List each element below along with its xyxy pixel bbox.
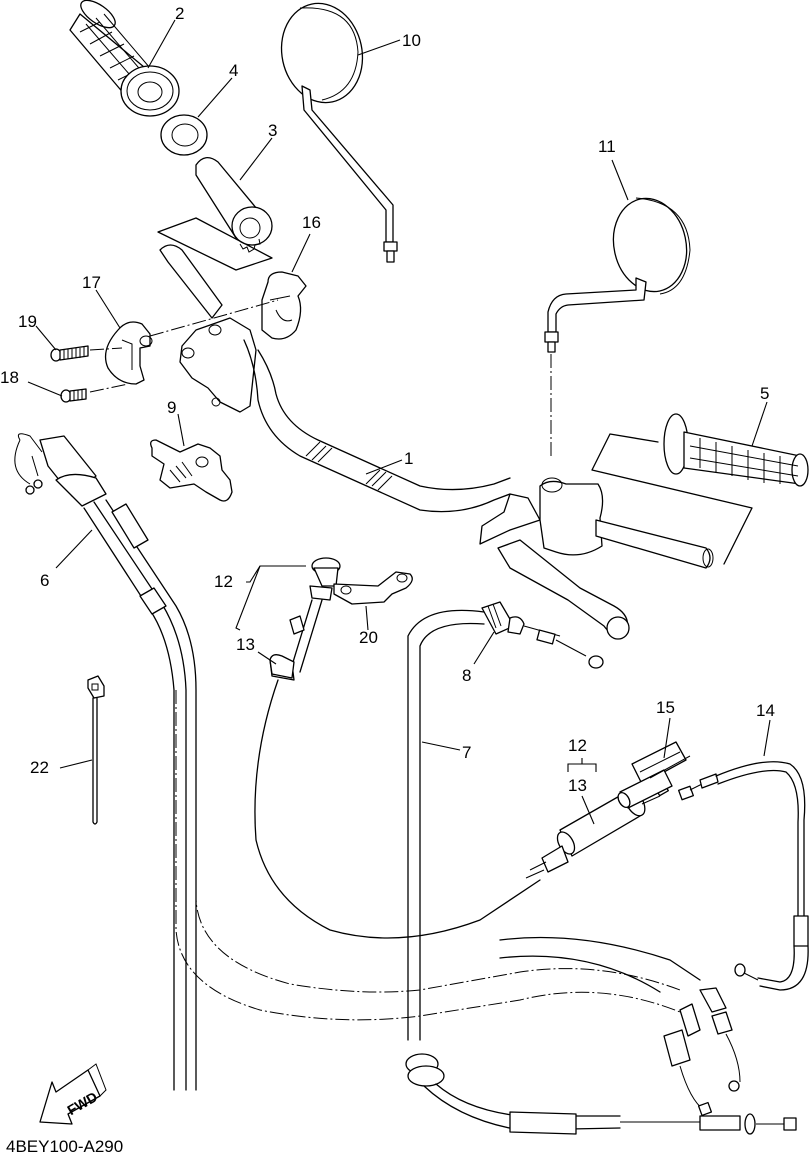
part-housing[interactable] [104,321,153,385]
part-washer[interactable] [160,114,208,156]
callout-22: 22 [30,758,49,777]
diagram-code: 4BEY100-A290 [6,1137,123,1153]
part-handlebar[interactable] [159,244,511,513]
callout-3: 3 [268,121,277,140]
callout-9: 9 [167,398,176,417]
callout-1: 1 [404,449,413,468]
callout-21: 20 [359,628,378,647]
assembly-outline-left [157,217,273,271]
part-bracket[interactable] [333,571,413,605]
callout-15: 14 [756,701,775,720]
callout-4: 4 [229,61,238,80]
part-screw-long[interactable] [50,345,89,362]
callout-16: 15 [656,698,675,717]
part-housing-cap[interactable] [261,271,307,340]
fwd-indicator: FWD [39,1063,107,1125]
callout-14: 13 [236,635,255,654]
callout-12-lower: 12 [568,736,587,755]
assembly-line-18-17 [149,299,279,337]
arrow-left-down-icon [39,1069,101,1125]
part-mirror-right[interactable] [544,192,695,353]
assembly-outline-right [591,433,753,565]
part-lever-holder[interactable] [150,439,233,502]
callouts: 2 4 3 10 11 16 17 19 18 9 1 5 6 12 13 20 [0,4,775,825]
part-mirror-left[interactable] [272,0,398,263]
part-cable-end-6b [699,987,741,1092]
callout-5: 5 [760,384,769,403]
assembly-line-19 [89,383,129,393]
part-throttle-cable-assembly[interactable] [14,433,197,1091]
callout-20: 19 [18,312,37,331]
callout-11: 11 [598,137,616,156]
part-grip-right[interactable] [663,413,809,487]
part-cable-end-6a [663,1003,713,1117]
callout-2: 2 [175,4,184,23]
callout-8: 8 [462,666,471,685]
callout-12: 12 [214,572,233,591]
callout-19: 18 [0,368,19,387]
part-cable-holder[interactable] [616,741,691,809]
part-screw-short[interactable] [60,388,87,403]
part-cable-clamp[interactable] [269,654,295,679]
cable-6-lower-b [499,955,661,993]
cable-6-run-inner [195,690,681,993]
part-throttle-tube[interactable] [195,157,273,253]
callout-18: 17 [82,273,101,292]
cable-6-run [175,690,681,1021]
callout-17: 16 [302,213,321,232]
part-decomp-cable[interactable] [678,761,809,991]
callout-10: 10 [402,31,421,50]
part-cable-adjuster[interactable] [481,601,604,669]
callout-6: 6 [40,571,49,590]
part-clutch-perch[interactable] [479,477,714,640]
callout-13: 13 [568,776,587,795]
part-cable-tie[interactable] [87,675,105,825]
assembly-line-20 [89,347,123,351]
callout-7: 7 [462,743,471,762]
cable-6-lower-a [499,936,701,981]
part-clutch-cable[interactable] [405,609,797,1135]
part-grip-left[interactable] [69,0,180,117]
